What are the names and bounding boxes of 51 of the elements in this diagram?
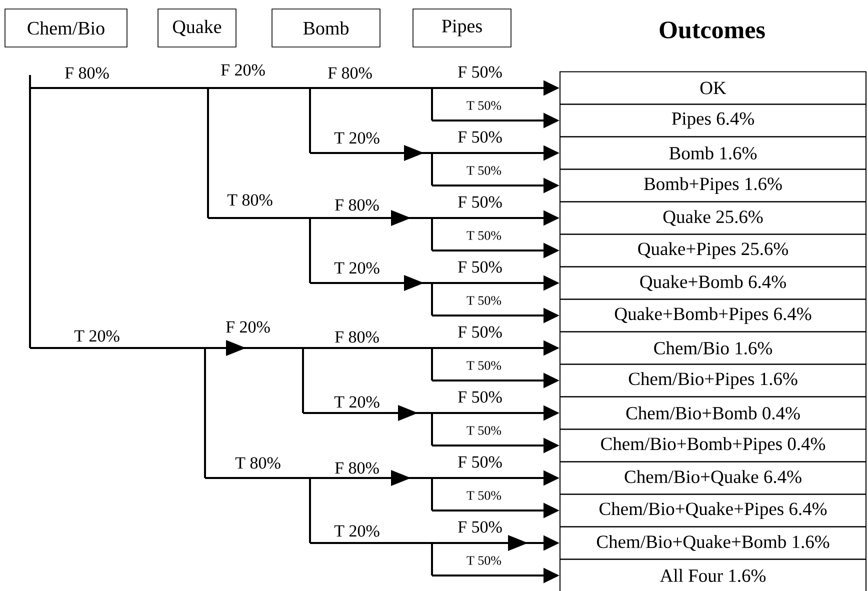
branch-label: F 80% <box>335 462 379 474</box>
header-box: Bomb <box>272 8 380 48</box>
edge-label: F 50% <box>458 196 502 208</box>
outcome-box: Bomb 1.6% <box>560 136 866 170</box>
edge-label: T 50% <box>466 361 502 370</box>
outcome-box: Pipes 6.4% <box>560 104 866 138</box>
outcome-box: OK <box>560 71 866 105</box>
outcome-box: Chem/Bio+Quake+Bomb 1.6% <box>560 526 866 560</box>
branch-label: F 80% <box>335 331 379 343</box>
outcome-box: Quake+Pipes 25.6% <box>560 234 866 268</box>
outcome-box: Bomb+Pipes 1.6% <box>560 168 866 202</box>
branch-label: T 20% <box>74 330 120 342</box>
branch-label: T 20% <box>334 132 380 144</box>
outcome-box: Chem/Bio+Pipes 1.6% <box>560 364 866 398</box>
edge-label: T 50% <box>466 426 502 435</box>
branch-label: F 80% <box>335 199 379 211</box>
outcome-box: Chem/Bio+Quake+Pipes 6.4% <box>560 494 866 528</box>
outcome-box: Chem/Bio+Quake 6.4% <box>560 461 866 495</box>
branch-label: F 80% <box>65 67 109 79</box>
edge-label: T 50% <box>466 556 502 565</box>
edge-label: F 50% <box>458 521 502 533</box>
edge-label: F 50% <box>458 456 502 468</box>
branch-label: T 20% <box>334 262 380 274</box>
outcome-box: Chem/Bio 1.6% <box>560 331 866 365</box>
branch-label: F 80% <box>328 67 372 79</box>
outcome-box: Chem/Bio+Bomb+Pipes 0.4% <box>560 428 866 462</box>
edge-label: T 50% <box>466 296 502 305</box>
branch-label: T 80% <box>227 194 272 206</box>
branch-label: T 80% <box>235 457 280 469</box>
branch-label: T 20% <box>334 396 380 408</box>
header-box: Chem/Bio <box>4 8 128 48</box>
outcome-box: Quake+Bomb+Pipes 6.4% <box>560 298 866 332</box>
header-box: Pipes <box>412 8 512 48</box>
column-heading: Outcomes <box>660 22 765 38</box>
edge-label: T 50% <box>466 166 502 175</box>
outcome-box: All Four 1.6% <box>560 558 866 591</box>
edge-label: F 50% <box>458 131 502 143</box>
outcome-box: Chem/Bio+Bomb 0.4% <box>560 396 866 430</box>
branch-label: T 20% <box>334 525 380 537</box>
outcome-box: Quake 25.6% <box>560 201 866 235</box>
header-box: Quake <box>158 8 236 48</box>
outcome-box: Quake+Bomb 6.4% <box>560 266 866 300</box>
edge-label: F 50% <box>458 261 502 273</box>
branch-label: F 20% <box>221 64 265 76</box>
edge-label: F 50% <box>458 326 502 338</box>
edge-label: F 50% <box>458 66 502 78</box>
edge-label: T 50% <box>466 101 502 110</box>
edge-label: F 50% <box>458 391 502 403</box>
branch-label: F 20% <box>226 321 270 333</box>
edge-label: T 50% <box>466 491 502 500</box>
edge-label: T 50% <box>466 231 502 240</box>
